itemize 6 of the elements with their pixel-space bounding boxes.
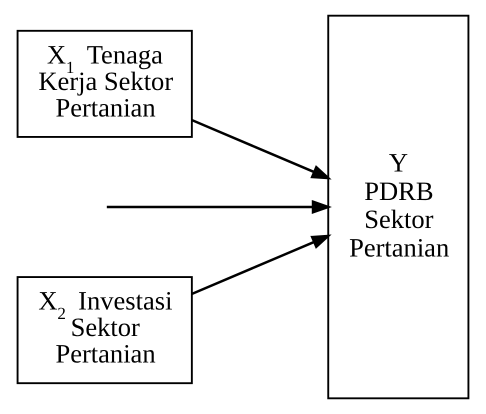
node-box: X$_{2}$ Investasi Sektor Pertanian [16, 276, 193, 384]
node-box: Y PDRB Sektor Pertanian [327, 14, 470, 400]
arrow [192, 234, 332, 295]
node-box: X$_{1}$ Tenaga Kerja Sektor Pertanian [16, 30, 193, 138]
arrow [106, 200, 332, 214]
arrow [192, 119, 332, 180]
